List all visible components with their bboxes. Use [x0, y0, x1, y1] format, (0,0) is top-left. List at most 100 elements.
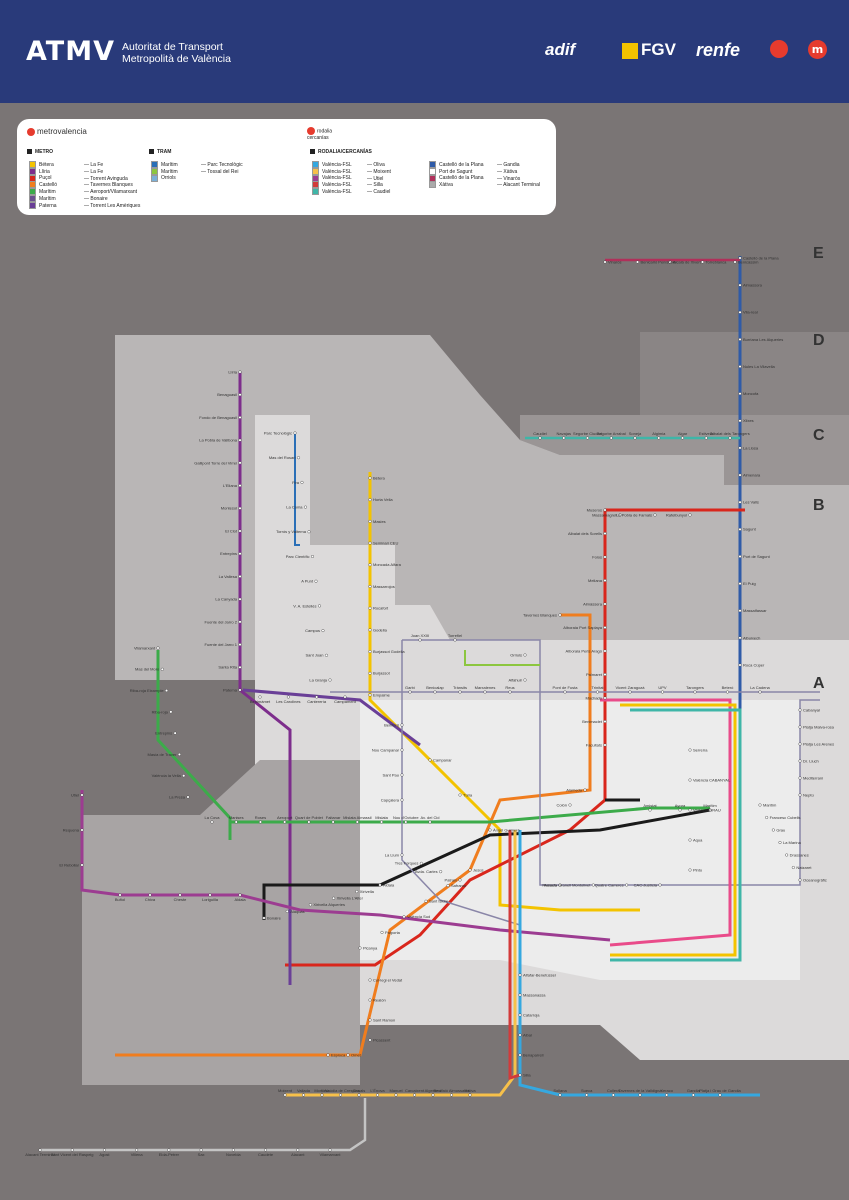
station-marker — [738, 473, 742, 477]
station-label: Vicent Zaragozà — [615, 685, 645, 690]
station-label: Buñol — [115, 897, 125, 902]
fgv-text: FGV — [641, 40, 676, 59]
line-metro5 — [156, 650, 710, 840]
station-marker — [468, 1093, 472, 1097]
station-label: Capçalera — [381, 797, 400, 802]
station-label: Benimaclet — [582, 719, 603, 724]
station-marker — [765, 816, 769, 820]
station-marker — [603, 555, 607, 559]
station-label: Palmaret — [586, 672, 603, 677]
station-marker — [283, 1093, 287, 1097]
station-label: Mislata — [375, 815, 388, 820]
station-marker — [458, 690, 462, 694]
station-marker — [238, 643, 242, 647]
metro-line-swatch — [29, 181, 36, 189]
station-label: Xilxes — [743, 418, 754, 423]
station-label: Marítim — [703, 803, 717, 808]
station-label: Tres Forques — [395, 861, 419, 866]
station-marker — [302, 1093, 306, 1097]
station-label: Benimàmet — [250, 699, 271, 704]
metro-line-swatch — [29, 167, 36, 175]
metro-line-swatch — [29, 188, 36, 196]
station-marker — [320, 1093, 324, 1097]
station-marker — [562, 436, 566, 440]
station-label: Realón — [373, 997, 386, 1002]
station-marker — [368, 1018, 372, 1022]
station-marker — [368, 628, 372, 632]
station-marker — [368, 693, 372, 697]
station-marker — [785, 853, 789, 857]
station-marker — [402, 915, 406, 919]
station-label: Parc Científic — [286, 554, 310, 559]
tram-heading: TRAM — [149, 149, 171, 155]
station-marker — [453, 638, 457, 642]
rodalia-line-origin: València-FSL — [322, 161, 352, 168]
metro-legend-row: Paterna— Torrent Les Amèriques — [29, 201, 140, 209]
station-marker — [518, 1073, 522, 1077]
rodalia-line-destination: — Silla — [367, 182, 383, 189]
line-metro1 — [368, 472, 640, 912]
station-label: Manuel — [389, 1088, 402, 1093]
line-c1 — [518, 830, 760, 1097]
station-label: Moixent — [278, 1088, 293, 1093]
station-label: Masía de Traver — [148, 752, 178, 757]
station-marker — [563, 690, 567, 694]
station-marker — [378, 883, 382, 887]
metro-legend-title: metrovalencia — [27, 127, 87, 136]
station-label: La Pobla de Farnals — [616, 512, 652, 517]
station-label: Moncofa — [743, 391, 759, 396]
station-label: Rocafort — [373, 606, 389, 611]
station-marker — [238, 574, 242, 578]
station-label: Navajas — [557, 431, 571, 436]
station-label: Segorbe Arrabal — [597, 431, 626, 436]
station-marker — [603, 260, 607, 264]
station-label: Xeraco — [660, 1088, 673, 1093]
tram-legend-row: Marítim— Tossal del Rei — [151, 167, 238, 175]
station-marker — [208, 893, 212, 897]
station-label: Tarongers — [686, 685, 704, 690]
station-label: Empalme — [373, 692, 391, 697]
header-banner: ATMV Autoritat de Transport Metropolità … — [0, 0, 849, 103]
station-label: Torrós y Valterna — [276, 529, 307, 534]
station-marker — [178, 893, 182, 897]
station-marker — [413, 1093, 417, 1097]
station-label: V. A. Estellés — [293, 603, 316, 608]
station-marker — [186, 795, 190, 799]
station-marker — [688, 513, 692, 517]
station-label: Campanar — [433, 757, 452, 762]
station-marker — [264, 1148, 268, 1152]
station-marker — [738, 582, 742, 586]
station-label: Agost — [99, 1152, 110, 1157]
station-marker — [733, 260, 737, 264]
station-label: Les Carolines — [276, 699, 300, 704]
station-marker — [668, 260, 672, 264]
station-label: Vallada — [297, 1088, 311, 1093]
station-marker — [518, 1033, 522, 1037]
rodalia-heading: RODALIA/CERCANÍAS — [310, 149, 372, 155]
metro-line-destination: — Torrent Avinguda — [84, 175, 128, 182]
station-label: La Marina — [783, 840, 802, 845]
station-label: Espioca — [331, 1052, 346, 1057]
station-marker — [307, 820, 311, 824]
station-label: Av. del Cid — [421, 815, 440, 820]
station-label: Museros — [587, 507, 602, 512]
atmv-logo: ATMV — [26, 36, 115, 67]
station-marker — [173, 731, 177, 735]
station-label: Mediterrani — [803, 775, 823, 780]
station-label: Albal — [523, 1032, 532, 1037]
station-marker — [728, 436, 732, 440]
station-label: Avda. Carles — [415, 869, 438, 874]
station-label: Grau — [776, 827, 785, 832]
station-label: Santa Rita — [218, 665, 237, 670]
rodalia-legend-row: Castelló de la Plana— Gandia — [429, 161, 520, 168]
station-marker — [518, 993, 522, 997]
rodalia-line-swatch — [429, 174, 436, 182]
metro-line-origin: Castelló — [39, 182, 58, 189]
station-label: Silla — [523, 1072, 531, 1077]
station-label: Colón — [557, 802, 567, 807]
station-label: Benaparrell — [523, 1052, 544, 1057]
station-label: Safranar — [451, 883, 467, 888]
station-label: Marítim — [763, 802, 777, 807]
station-label: La Coma — [286, 505, 303, 510]
